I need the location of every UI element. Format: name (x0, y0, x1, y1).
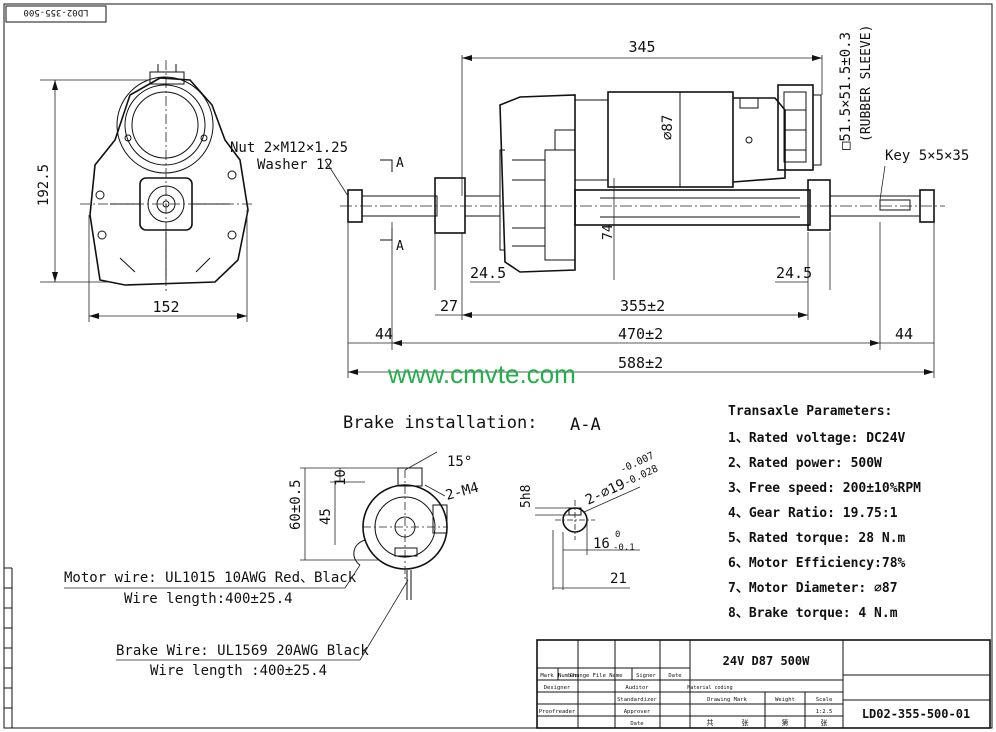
nut-label: Nut 2×M12×1.25 (230, 140, 348, 156)
angle-15: 15° (447, 454, 472, 470)
weight: Weight (775, 697, 795, 703)
proofreader: Proofreader (539, 709, 576, 715)
motor-dia: ⌀87 (660, 115, 676, 140)
drawing-mark: Drawing Mark (707, 697, 747, 703)
fit-5h8: 5h8 (519, 485, 534, 508)
brake-wire: Brake Wire: UL1569 20AWG Black (116, 643, 369, 659)
material: Material coding (687, 685, 732, 691)
dim-44-left: 44 (375, 325, 393, 343)
brake-wire-length: Wire length :400±25.4 (150, 663, 327, 679)
sheet-cn-3: 第 (782, 718, 789, 727)
param-item-1: 1、Rated voltage: DC24V (728, 431, 906, 446)
shaft-dia: 2-⌀19 (583, 476, 628, 508)
parameters: Transaxle Parameters: 1、Rated voltage: D… (728, 404, 921, 621)
dim-152: 152 (152, 298, 179, 316)
param-item-7: 7、Motor Diameter: ⌀87 (728, 581, 898, 596)
dim-345: 345 (628, 38, 655, 56)
dim-16-tol-lower: -0.1 (613, 543, 635, 553)
product-name: 24V D87 500W (723, 654, 810, 668)
sheet-cn-4: 张 (821, 718, 828, 727)
dim-10: 10 (333, 469, 349, 486)
param-item-6: 6、Motor Efficiency:78% (728, 556, 906, 571)
motor-wire: Motor wire: UL1015 10AWG Red、Black (64, 570, 357, 586)
col-date: Date (668, 673, 681, 679)
col-number: Number (558, 673, 579, 679)
col-change: Change File Name (570, 673, 623, 679)
param-item-4: 4、Gear Ratio: 19.75:1 (728, 506, 898, 521)
sheet-border (3, 3, 993, 729)
dim-27: 27 (440, 297, 458, 315)
title-block: 24V D87 500W LD02-355-500-01 Mark Number… (536, 639, 991, 729)
section-title: A-A (570, 415, 601, 435)
dim-44-right: 44 (895, 325, 913, 343)
brake-title: Brake installation: (343, 413, 537, 433)
sleeve-note: (RUBBER SLEEVE) (859, 25, 874, 142)
sheet-cn-2: 张 (742, 718, 749, 727)
side-view (80, 60, 255, 292)
param-item-8: 8、Brake torque: 4 N.m (728, 606, 898, 621)
sheet-cn-1: 共 (707, 718, 714, 727)
corner-code-box (5, 5, 107, 23)
approver: Approver (624, 709, 651, 715)
scale-value: 1:2.5 (816, 709, 833, 715)
dim-21: 21 (610, 571, 627, 587)
dim-355: 355±2 (620, 297, 665, 315)
main-view: A A (340, 84, 945, 273)
main-view-dims: Nut 2×M12×1.25 Washer 12 345 □51.5×51.5±… (230, 25, 969, 378)
key-label: Key 5×5×35 (885, 148, 969, 164)
sleeve-dim: □51.5×51.5±0.3 (838, 32, 854, 150)
dim-588: 588±2 (618, 354, 663, 372)
section-mark-top: A (396, 156, 404, 171)
dim-470: 470±2 (618, 325, 663, 343)
params-title: Transaxle Parameters: (728, 404, 892, 419)
motor-wire-length: Wire length:400±25.4 (124, 591, 293, 607)
col-mark: Mark (540, 673, 554, 679)
dim-24-5-right: 24.5 (776, 264, 812, 282)
dim-192-5: 192.5 (36, 164, 52, 206)
brake-installation: Brake installation: A-A 15° 2-M4 60±0.5 … (64, 413, 601, 679)
washer-label: Washer 12 (257, 157, 333, 173)
dim-45: 45 (318, 508, 334, 525)
param-item-2: 2、Rated power: 500W (728, 456, 882, 471)
dim-74: 74 (601, 224, 616, 240)
param-item-3: 3、Free speed: 200±10%RPM (728, 481, 921, 496)
section-a-a: 5h8 2-⌀19 -0.007 -0.028 16 0 -0.1 21 (519, 450, 660, 590)
corner-code: LD02-355-500 (23, 7, 88, 17)
date: Date (630, 721, 643, 727)
dim-24-5-left: 24.5 (470, 264, 506, 282)
watermark: www.cmvte.com (387, 359, 576, 389)
thread-2m4: 2-M4 (444, 480, 481, 504)
auditor: Auditor (625, 685, 649, 691)
side-view-dims: 192.5 152 (36, 79, 248, 322)
dim-16: 16 (593, 536, 610, 552)
dim-16-tol-upper: 0 (615, 530, 620, 540)
col-signer: Signer (636, 673, 657, 679)
section-mark-bottom: A (396, 239, 404, 254)
left-margin-ticks (4, 567, 13, 728)
standardizer: Standardizer (617, 697, 657, 703)
scale: Scale (816, 697, 833, 703)
param-item-5: 5、Rated torque: 28 N.m (728, 531, 906, 546)
drawing-number: LD02-355-500-01 (862, 707, 970, 721)
designer: Designer (544, 685, 571, 691)
dim-60: 60±0.5 (288, 479, 304, 530)
